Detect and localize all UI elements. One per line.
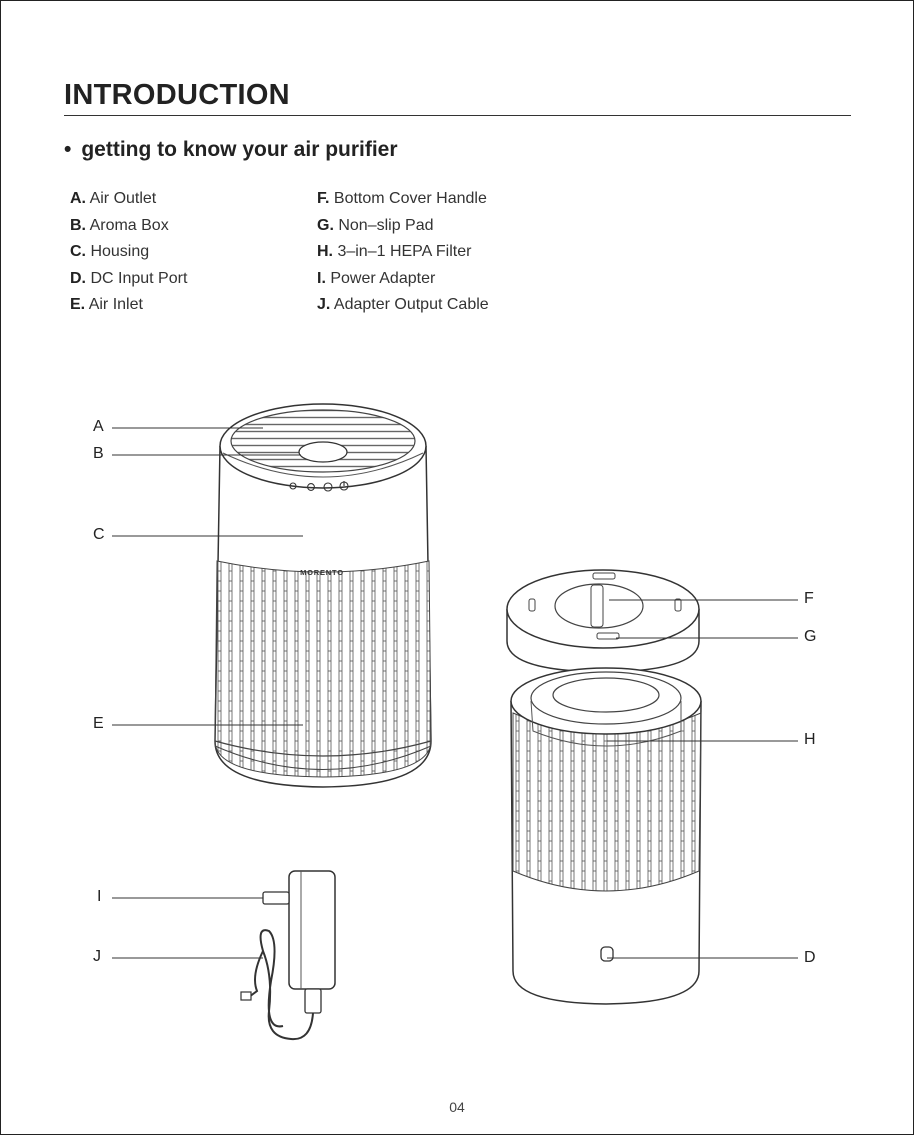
callout-a: A [93,418,104,436]
bottom-cover [507,570,699,672]
brand-logo: MORENTO [300,568,344,577]
callout-d: D [804,949,816,967]
callout-c: C [93,526,105,544]
callout-j: J [93,948,101,966]
power-adapter [241,871,335,1039]
callout-i: I [97,888,101,906]
open-body [511,668,701,1004]
callout-g: G [804,628,816,646]
assembled-purifier: MORENTO [215,404,431,787]
callout-h: H [804,731,816,749]
callout-f: F [804,590,814,608]
callout-b: B [93,445,104,463]
page-number: 04 [1,1099,913,1115]
callout-e: E [93,715,104,733]
